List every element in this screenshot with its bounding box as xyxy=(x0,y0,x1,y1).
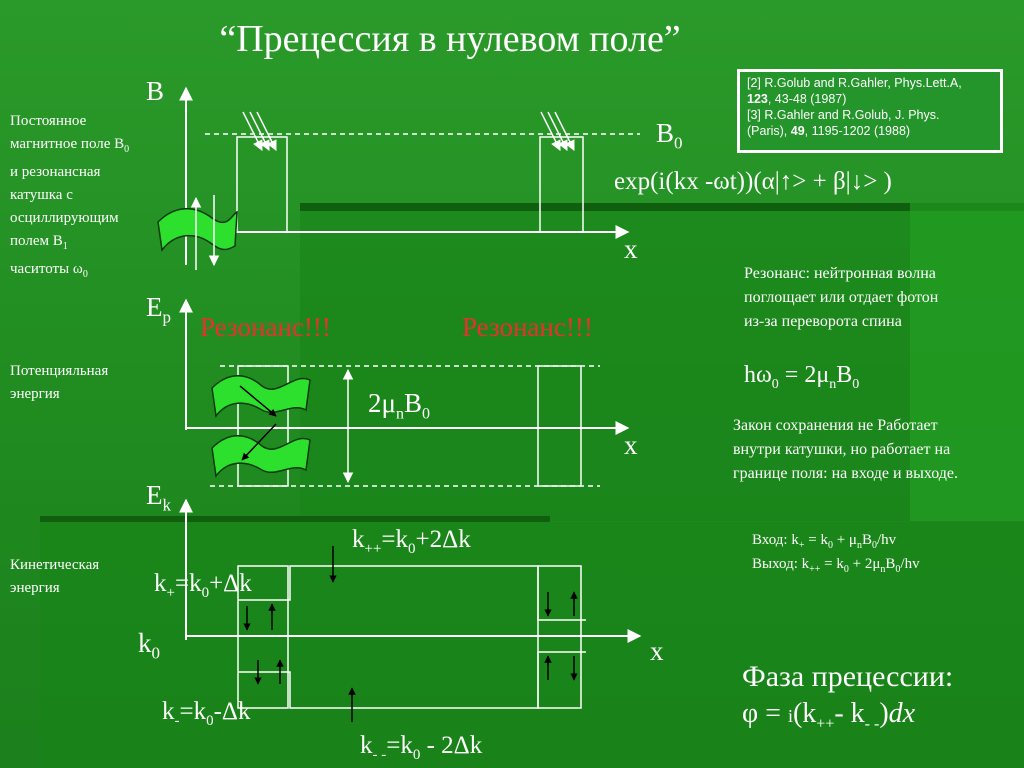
coil-left xyxy=(236,136,288,233)
resonance-note: Резонанс: нейтронная волна поглощает или… xyxy=(744,265,939,330)
spin-up-icon: ↑ xyxy=(779,168,793,195)
potential-label: Потенцияльная энергия xyxy=(10,363,109,402)
b0-label: B0 xyxy=(656,118,683,153)
k-minus-label: k-=k0-Δk xyxy=(162,698,251,729)
ref-text: [2] R.Golub and R.Gahler, Phys.Lett.A, xyxy=(747,76,962,90)
coil-right-3 xyxy=(537,565,582,709)
entry-formula: Вход: k+ = k0 + μnB0/hv xyxy=(752,532,897,551)
energy-gap-label: 2μnB0 xyxy=(368,388,430,423)
potential-panel xyxy=(179,298,630,487)
spin-down-icon: ↓ xyxy=(850,168,864,195)
field-description: Постоянное магнитное поле B0 и резонансн… xyxy=(10,113,130,280)
spin-arrow xyxy=(547,111,568,151)
transition-arrow xyxy=(241,423,277,461)
spin-arrow xyxy=(554,111,575,151)
ref-volume: 49 xyxy=(790,124,805,138)
resonance-right: Резонанс!!! xyxy=(462,312,593,342)
ref-text: , 43-48 (1987) xyxy=(767,92,847,106)
resonance-left: Резонанс!!! xyxy=(200,312,331,342)
decor-band xyxy=(40,522,1024,768)
references-box: [2] R.Golub and R.Gahler, Phys.Lett.A, 1… xyxy=(737,69,1003,153)
x-label-3: x xyxy=(650,636,664,666)
conservation-note: Закон сохранения не Работает внутри кату… xyxy=(733,417,959,482)
transition-arrow xyxy=(239,385,277,417)
slide-title: “Прецессия в нулевом поле” xyxy=(219,18,681,60)
oscillating-field-wave xyxy=(157,207,238,252)
coil-right xyxy=(539,136,584,233)
spin-arrow xyxy=(242,111,263,151)
decor-band xyxy=(910,203,1024,521)
kinetic-panel xyxy=(179,498,642,722)
spin-arrow xyxy=(540,111,561,151)
wave-upper xyxy=(211,375,311,418)
k0-label: k0 xyxy=(138,628,160,663)
wave-lower xyxy=(211,435,311,478)
ref-text: (Paris), xyxy=(747,124,788,138)
k-plus-plus-label: k++=k0+2Δk xyxy=(352,526,471,557)
field-panel xyxy=(157,86,640,270)
k-upper-path xyxy=(238,565,586,621)
exit-formula: Выход: k++ = k0 + 2μnB0/hv xyxy=(752,556,920,575)
coil-left-3 xyxy=(237,565,289,709)
coil-right-2 xyxy=(537,365,582,487)
k-lower-path xyxy=(238,651,586,709)
decor-stripe xyxy=(40,516,550,522)
spin-arrow xyxy=(249,111,270,151)
wave-function: exp(i(kx -ωt))(α|↑> + β|↓> ) xyxy=(614,168,892,195)
kinetic-label: Кинетическая энергия xyxy=(10,557,100,596)
phase-formula: φ = i(k++- k- -)dx xyxy=(742,698,916,733)
ref-text: , 1195-1202 (1988) xyxy=(804,124,911,138)
phase-title: Фаза прецессии: xyxy=(742,660,954,693)
spin-arrow xyxy=(256,111,277,151)
ek-axis-label: Ek xyxy=(146,480,171,515)
coil-left-2 xyxy=(237,365,289,487)
x-label-1: x xyxy=(624,234,638,264)
photon-energy: hω0 = 2μnB0 xyxy=(744,362,860,392)
k-minus-minus-label: k- -=k0 - 2Δk xyxy=(360,732,483,763)
decor-stripe xyxy=(300,203,1024,211)
ref-text: [3] R.Gahler and R.Golub, J. Phys. xyxy=(747,108,940,122)
b-axis-label: B xyxy=(146,76,165,106)
ep-axis-label: Ep xyxy=(146,292,171,327)
k-plus-label: k+=k0+Δk xyxy=(154,570,252,601)
ref-volume: 123 xyxy=(747,92,768,106)
x-label-2: x xyxy=(624,430,638,460)
